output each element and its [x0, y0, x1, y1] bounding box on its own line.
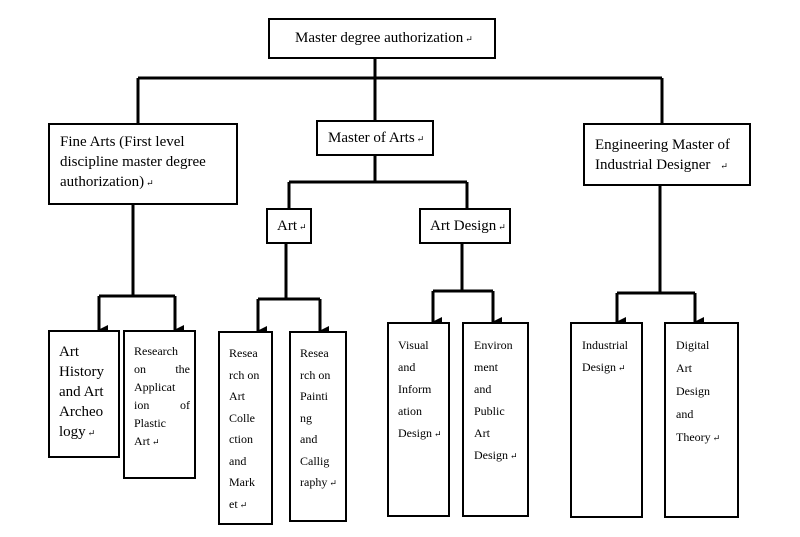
return-mark-icon: ↵ [712, 433, 721, 443]
fine-arts-line-2: discipline master degree [60, 154, 206, 170]
leaf-art-history: Art History and Art Archeo logy↵ [48, 330, 120, 458]
leaf-visual-information: Visual and Inform ation Design↵ [387, 322, 450, 517]
leaf-industrial-design: Industrial Design↵ [570, 322, 643, 518]
return-mark-icon: ↵ [329, 478, 337, 488]
engineering-line-1: Engineering Master of [595, 137, 730, 153]
leaf-plastic-art: Research on the Applicat ion of Plastic … [123, 330, 196, 479]
leaf-painting: Resea rch on Painti ng and Callig raphy↵ [289, 331, 347, 522]
return-mark-icon: ↵ [239, 499, 248, 510]
engineering-line-2: Industrial Designer [595, 157, 711, 173]
master-of-arts-label: Master of Arts [328, 130, 415, 146]
art-design-label: Art Design [430, 218, 497, 234]
leaf-environment: Environ ment and Public Art Design↵ [462, 322, 529, 517]
return-mark-icon: ↵ [416, 134, 425, 144]
art-label: Art [277, 218, 297, 234]
return-mark-icon: ↵ [434, 429, 442, 439]
return-mark-icon: ↵ [720, 161, 728, 171]
engineering-node: Engineering Master of Industrial Designe… [583, 123, 751, 186]
return-mark-icon: ↵ [146, 178, 154, 188]
return-mark-icon: ↵ [465, 34, 473, 44]
return-mark-icon: ↵ [152, 437, 160, 447]
return-mark-icon: ↵ [498, 222, 506, 232]
return-mark-icon: ↵ [299, 222, 307, 232]
art-node: Art↵ [266, 208, 312, 244]
master-of-arts-node: Master of Arts↵ [316, 120, 434, 156]
return-mark-icon: ↵ [510, 451, 518, 461]
root-node: Master degree authorization↵ [268, 18, 496, 59]
return-mark-icon: ↵ [87, 428, 96, 438]
fine-arts-line-3: authorization) [60, 174, 145, 190]
leaf-art-collection: Resea rch on Art Colle ction and Mark et… [218, 331, 273, 525]
fine-arts-node: Fine Arts (First level discipline master… [48, 123, 238, 205]
fine-arts-line-1: Fine Arts (First level [60, 134, 185, 150]
return-mark-icon: ↵ [618, 363, 626, 373]
leaf-digital-art: Digital Art Design and Theory↵ [664, 322, 739, 518]
art-design-node: Art Design↵ [419, 208, 511, 244]
root-label: Master degree authorization [295, 30, 464, 46]
